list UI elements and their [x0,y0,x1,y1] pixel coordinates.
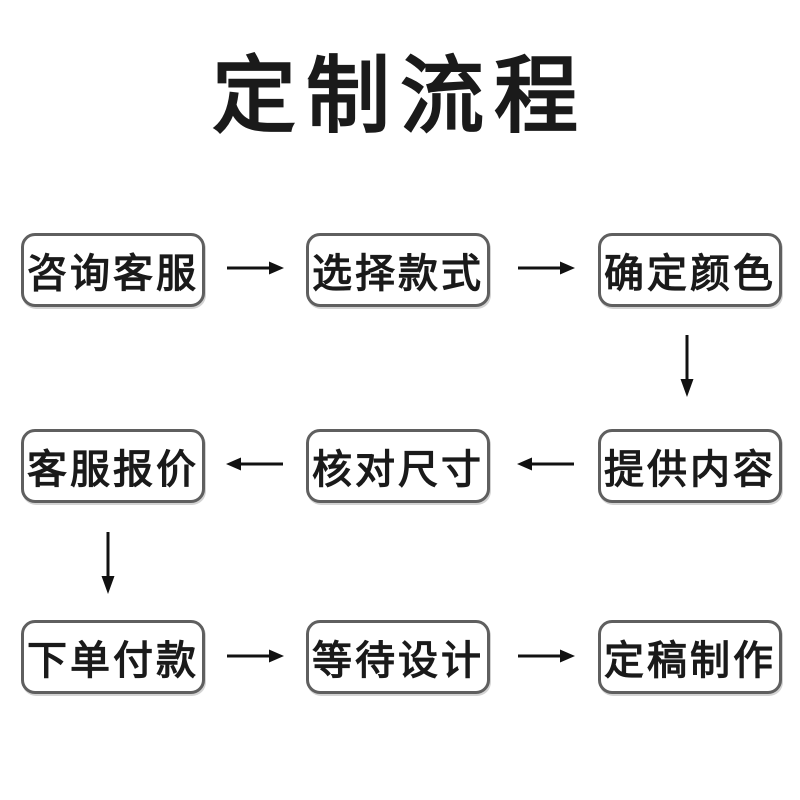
arrow-left-icon [226,457,283,471]
step-label: 定稿制作 [604,638,776,683]
arrow-left-icon [517,457,574,471]
step-wait-design: 等待设计 [306,620,490,694]
step-choose-style: 选择款式 [306,233,490,307]
step-confirm-color: 确定颜色 [598,233,782,307]
step-final-production: 定稿制作 [598,620,782,694]
arrow-down-icon [680,335,694,397]
step-label: 核对尺寸 [312,447,484,492]
arrow-right-icon [518,261,575,275]
step-label: 等待设计 [312,638,484,683]
step-label: 提供内容 [604,447,776,492]
step-consult-service: 咨询客服 [21,233,205,307]
arrow-right-icon [227,261,284,275]
step-provide-content: 提供内容 [598,429,782,503]
step-label: 下单付款 [27,638,199,683]
page-title: 定制流程 [211,51,588,144]
step-service-quote: 客服报价 [21,429,205,503]
arrow-right-icon [518,649,575,663]
step-label: 确定颜色 [604,251,776,296]
step-label: 客服报价 [27,447,199,492]
arrow-right-icon [227,649,284,663]
step-label: 选择款式 [312,251,484,296]
step-check-size: 核对尺寸 [306,429,490,503]
arrow-down-icon [101,532,115,594]
step-label: 咨询客服 [27,251,199,296]
step-place-order-pay: 下单付款 [21,620,205,694]
